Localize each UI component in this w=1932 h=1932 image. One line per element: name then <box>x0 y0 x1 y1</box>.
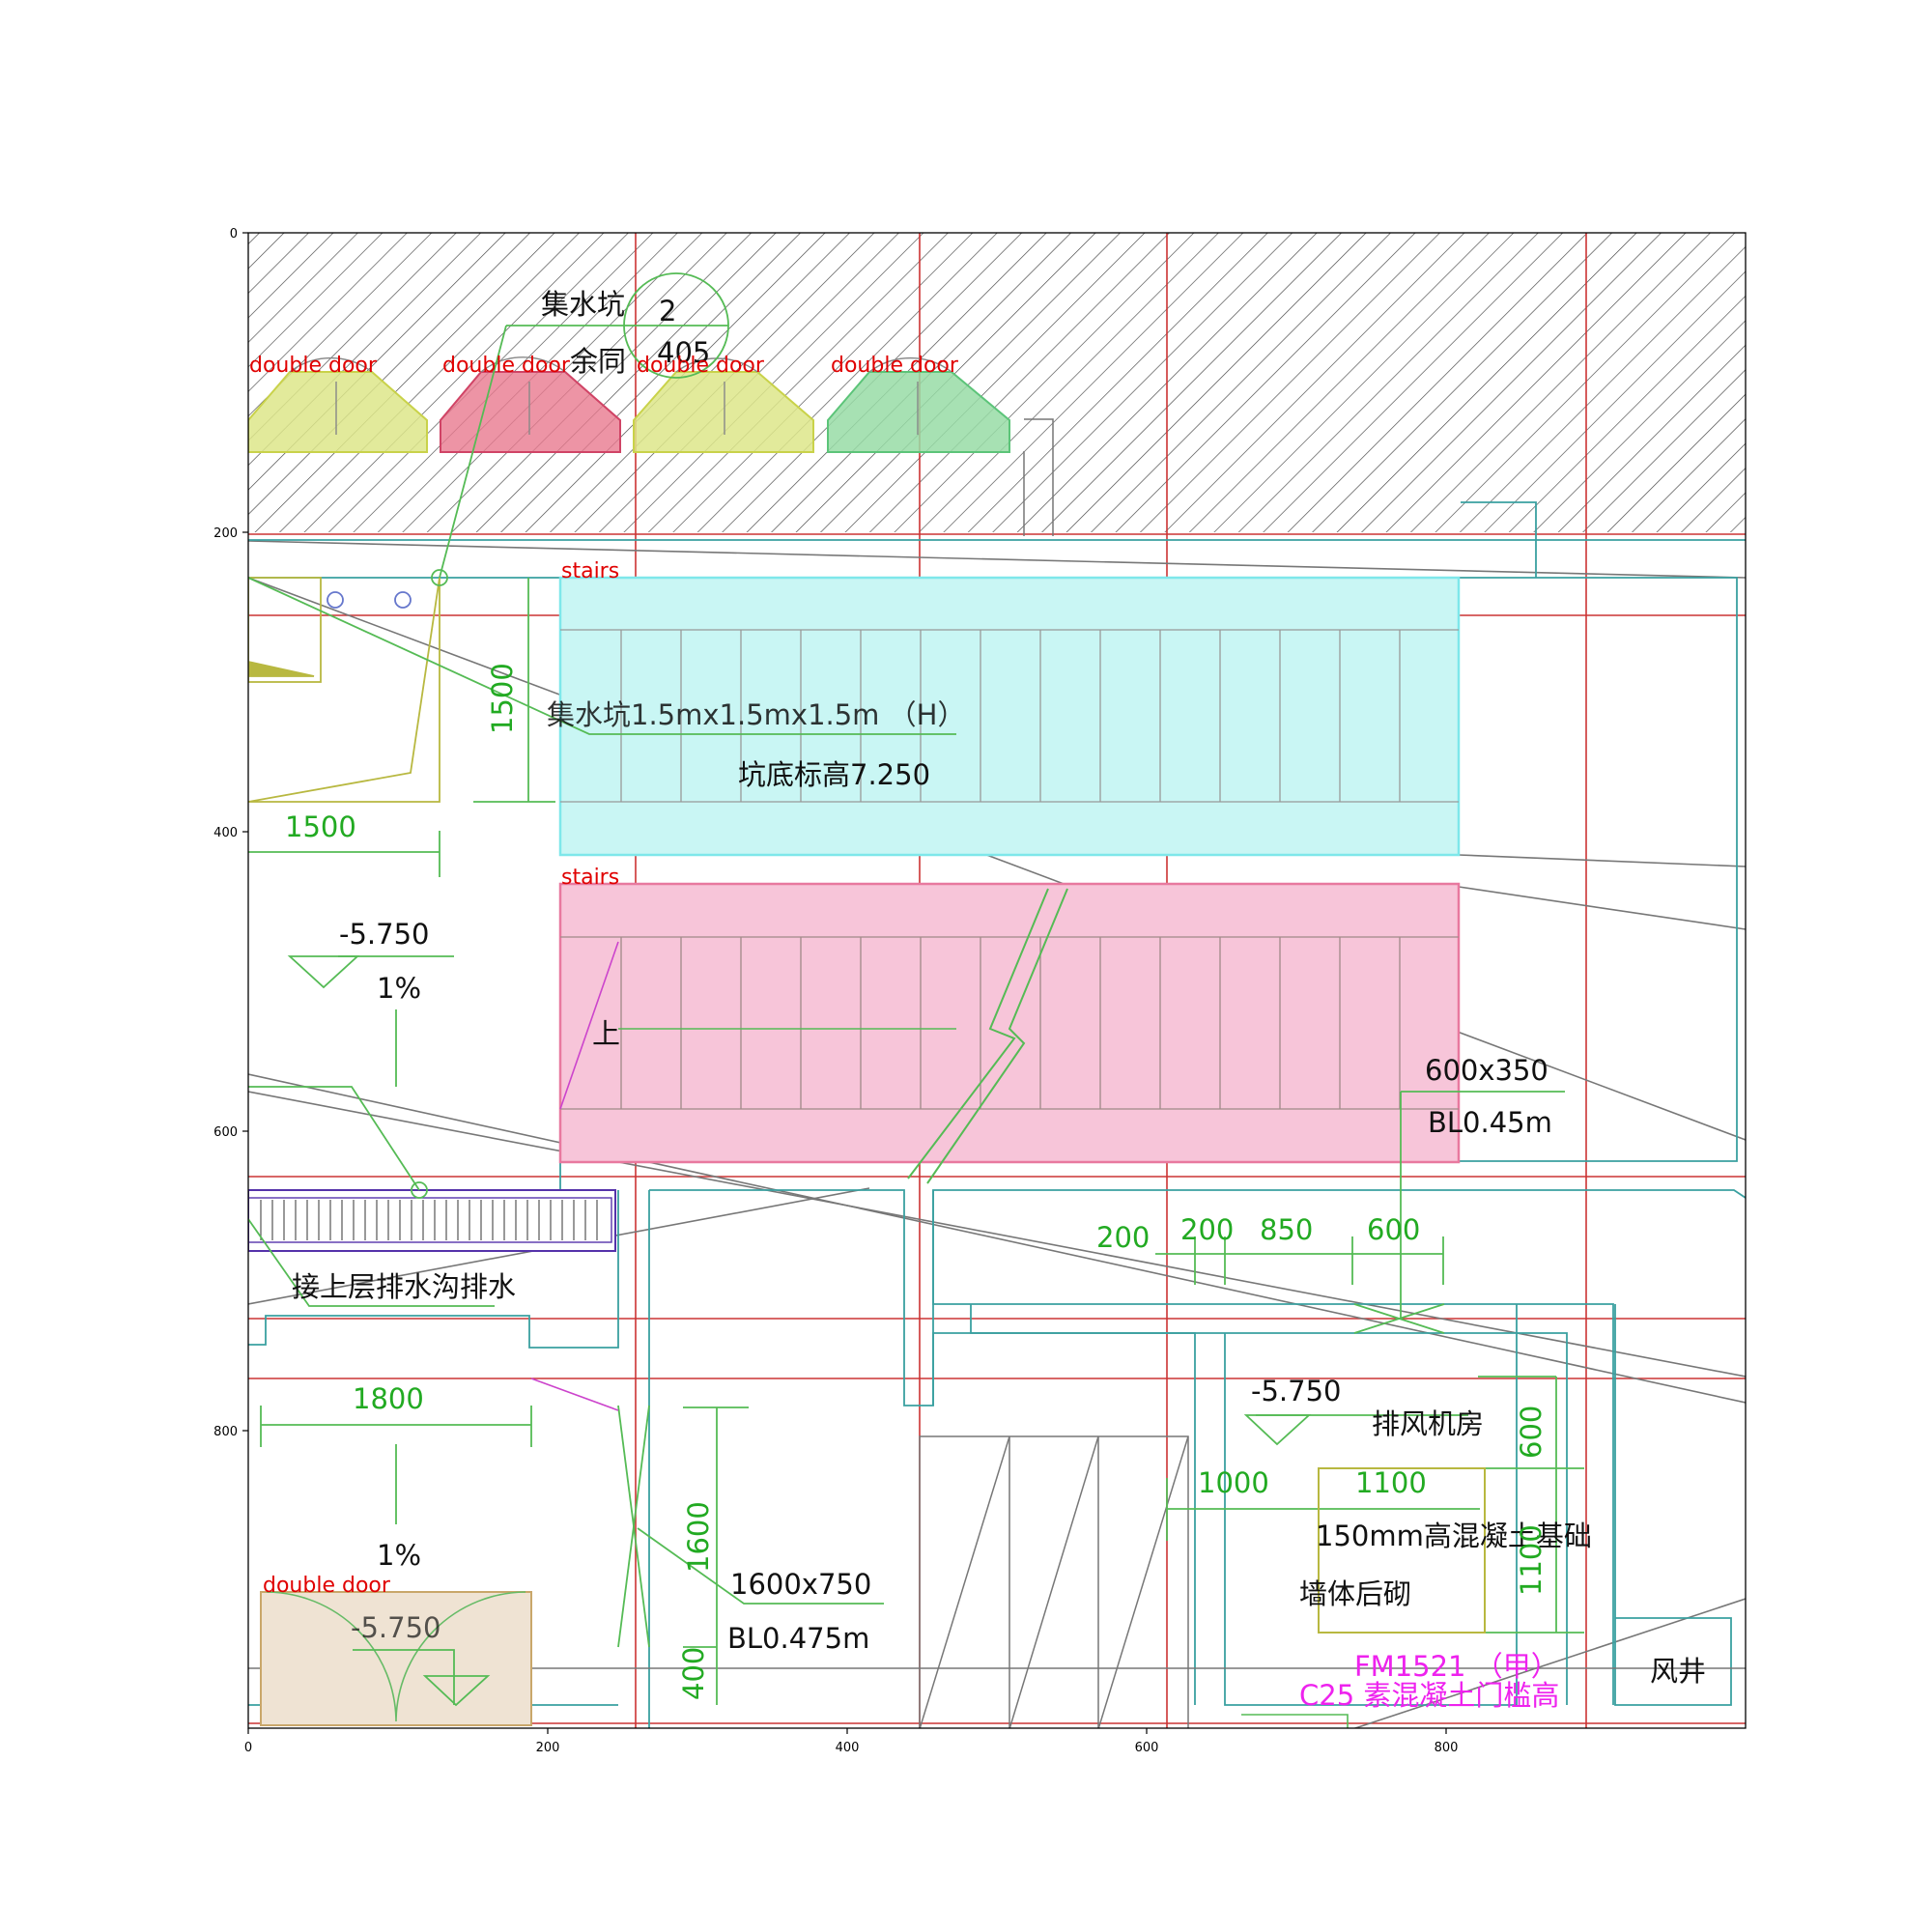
sump-title-text: 集水坑 <box>541 288 625 321</box>
dim-1500-horizontal: 1500 <box>285 810 356 843</box>
ref-sheet-text: 405 <box>657 336 710 369</box>
door-green <box>827 356 1010 453</box>
y-tick-800: 800 <box>213 1425 238 1439</box>
slope-b-text: 1% <box>377 1539 421 1572</box>
level-b-text: -5.750 <box>1251 1375 1342 1407</box>
dim-400: 400 <box>677 1647 710 1700</box>
y-tick-200: 200 <box>213 526 238 541</box>
slope-a-text: 1% <box>377 972 421 1005</box>
sump-detail <box>248 577 440 803</box>
room-name-text: 排风机房 <box>1372 1407 1484 1440</box>
door-yellow-1 <box>248 356 428 453</box>
x-tick-200: 200 <box>536 1741 560 1755</box>
foundation-text: 150mm高混凝土基础 <box>1316 1520 1592 1552</box>
door-label-1: double door <box>249 354 378 378</box>
stairs-lower <box>558 882 1461 1184</box>
x-tick-0: 0 <box>244 1741 252 1755</box>
hatch-bottom-edge <box>248 532 1746 538</box>
axes-frame <box>247 232 1747 1729</box>
y-tick-0: 0 <box>230 227 238 242</box>
stairs-upper <box>558 576 1461 857</box>
dim-200-b: 200 <box>1180 1213 1234 1246</box>
level-c-text: -5.750 <box>351 1611 441 1644</box>
dim-1600: 1600 <box>682 1501 715 1573</box>
magenta-leader <box>530 1378 619 1411</box>
dim-1800: 1800 <box>353 1382 424 1415</box>
wall-later-text: 墙体后砌 <box>1299 1577 1411 1610</box>
dim-1500-vertical: 1500 <box>486 663 519 734</box>
plan-area <box>248 233 1746 1728</box>
opening-b-bl-text: BL0.475m <box>727 1622 869 1655</box>
annotation-labels: double door double door double door doub… <box>249 354 959 1598</box>
door-label-3: double door <box>637 354 765 378</box>
sump-size-text: 集水坑1.5mx1.5mx1.5m （H） <box>547 698 965 731</box>
door-label-2: double door <box>442 354 571 378</box>
door-red <box>440 356 621 453</box>
sill-note-text: C25 素混凝土门槛高 <box>1299 1679 1559 1712</box>
stairs-label-2: stairs <box>561 866 619 890</box>
level-a-text: -5.750 <box>339 918 430 951</box>
dimension-text: 1500 1500 200 200 850 600 1800 600 1000 … <box>285 663 1548 1700</box>
drain-grating <box>248 1189 616 1252</box>
x-tick-800: 800 <box>1435 1741 1459 1755</box>
opening-a-text: 600x350 <box>1425 1054 1548 1087</box>
door-tag-text: FM1521 （甲） <box>1354 1650 1559 1683</box>
dim-600-a: 600 <box>1367 1213 1420 1246</box>
sump-bottom-text: 坑底标高7.250 <box>738 758 930 791</box>
dim-600-b: 600 <box>1515 1406 1548 1459</box>
x-tick-600: 600 <box>1135 1741 1159 1755</box>
opening-b-text: 1600x750 <box>730 1568 871 1601</box>
door-label-5: double door <box>263 1574 391 1598</box>
dim-200-a: 200 <box>1096 1221 1150 1254</box>
y-tick-400: 400 <box>213 826 238 840</box>
same-note-text: 余同 <box>570 345 626 378</box>
dim-1100-a: 1100 <box>1355 1466 1427 1499</box>
up-text: 上 <box>592 1017 620 1050</box>
stairs-label-1: stairs <box>561 559 619 583</box>
foundation-box <box>1318 1467 1486 1634</box>
door-yellow-2 <box>633 357 814 453</box>
ref-number-text: 2 <box>659 295 676 327</box>
shaft-text: 风井 <box>1650 1655 1706 1688</box>
dim-1000: 1000 <box>1198 1466 1269 1499</box>
dim-850: 850 <box>1260 1213 1313 1246</box>
sill-mark <box>1241 1714 1349 1728</box>
drain-note-text: 接上层排水沟排水 <box>292 1270 516 1303</box>
door-label-4: double door <box>831 354 959 378</box>
dim-1100-b: 1100 <box>1515 1524 1548 1596</box>
x-tick-400: 400 <box>836 1741 860 1755</box>
door-beige <box>260 1591 532 1726</box>
x-axis <box>247 1728 1447 1734</box>
opening-a-bl-text: BL0.45m <box>1428 1106 1552 1139</box>
y-tick-600: 600 <box>213 1125 238 1140</box>
y-axis <box>242 232 248 1432</box>
callout-lines <box>248 272 1584 1707</box>
drawing-text: 集水坑 2 405 余同 集水坑1.5mx1.5mx1.5m （H） 坑底标高7… <box>292 288 1706 1688</box>
